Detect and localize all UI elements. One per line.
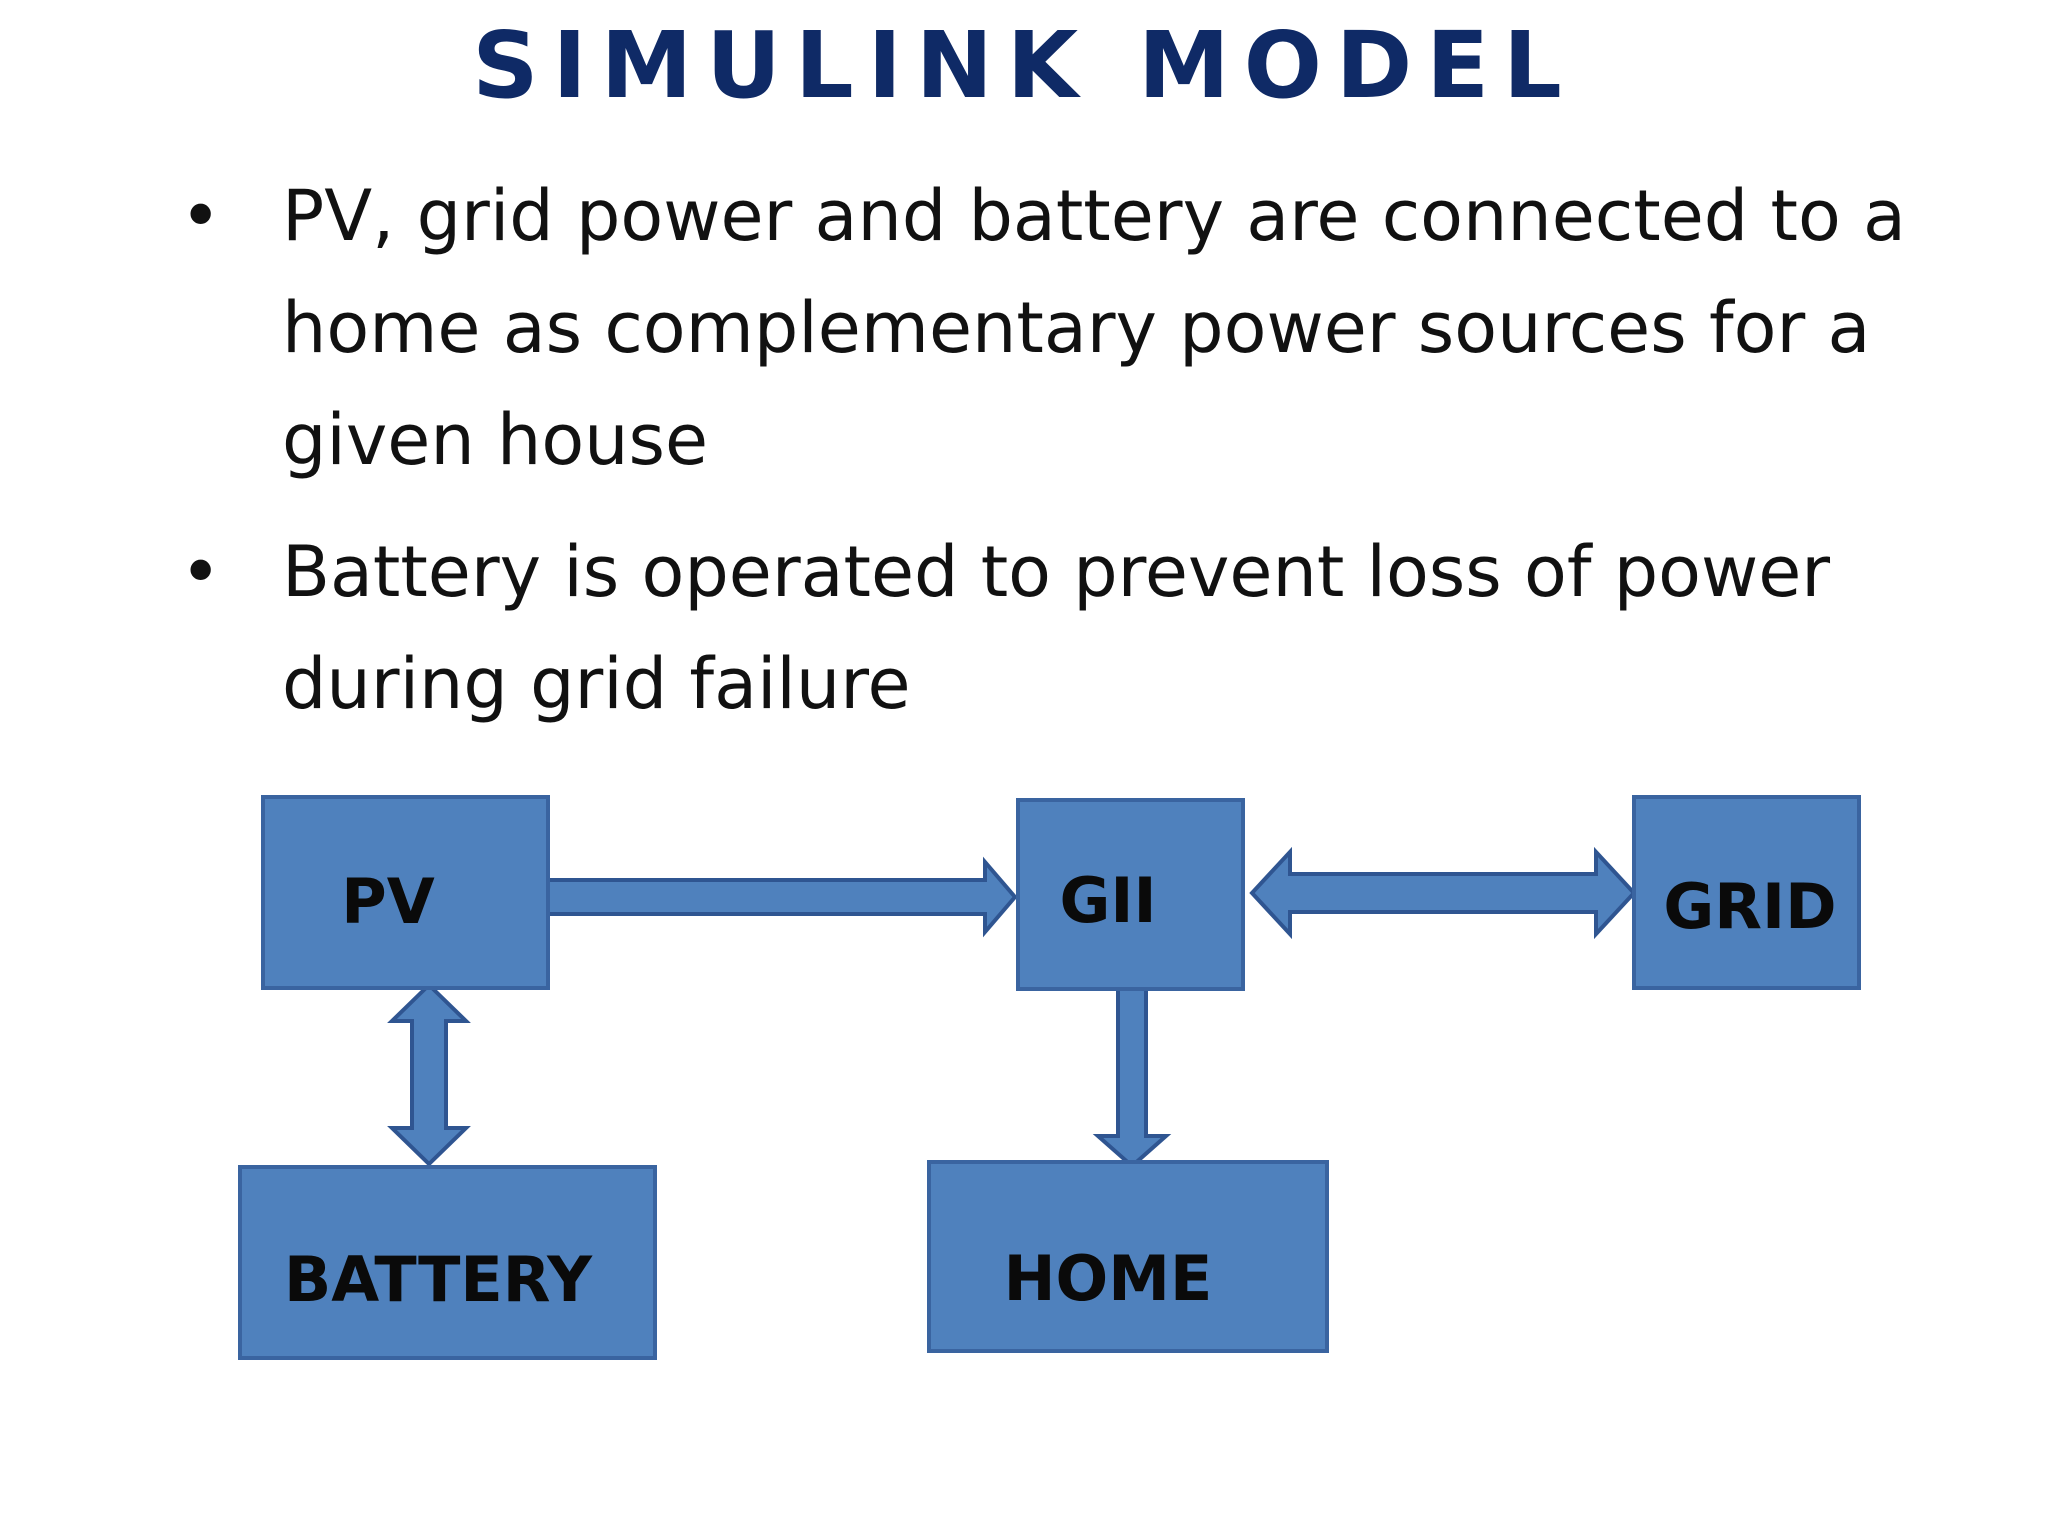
block-pv: PV xyxy=(261,795,550,990)
bullet-text: PV, grid power and battery are connected… xyxy=(282,175,1906,481)
bullet-icon: • xyxy=(180,531,222,613)
bullet-item: • PV, grid power and battery are connect… xyxy=(170,160,1990,496)
block-gii-label: GII xyxy=(1059,864,1156,937)
block-battery-label: BATTERY xyxy=(284,1243,593,1316)
arrow-gii-grid xyxy=(1249,846,1637,940)
block-home: HOME xyxy=(927,1160,1329,1353)
bullet-item: • Battery is operated to prevent loss of… xyxy=(170,516,1990,740)
slide-title: SIMULINK MODEL xyxy=(472,12,1576,119)
arrow-pv-battery xyxy=(387,982,471,1167)
block-grid: GRID xyxy=(1632,795,1861,990)
arrow-pv-to-gii xyxy=(546,856,1018,938)
bullet-icon: • xyxy=(180,175,222,257)
block-gii: GII xyxy=(1016,798,1245,991)
block-home-label: HOME xyxy=(1004,1242,1213,1315)
block-battery: BATTERY xyxy=(238,1165,657,1360)
block-grid-label: GRID xyxy=(1663,870,1836,943)
bullet-list: • PV, grid power and battery are connect… xyxy=(170,160,1990,760)
bullet-text: Battery is operated to prevent loss of p… xyxy=(282,531,1831,725)
arrow-gii-to-home xyxy=(1092,986,1172,1169)
block-pv-label: PV xyxy=(341,865,434,938)
